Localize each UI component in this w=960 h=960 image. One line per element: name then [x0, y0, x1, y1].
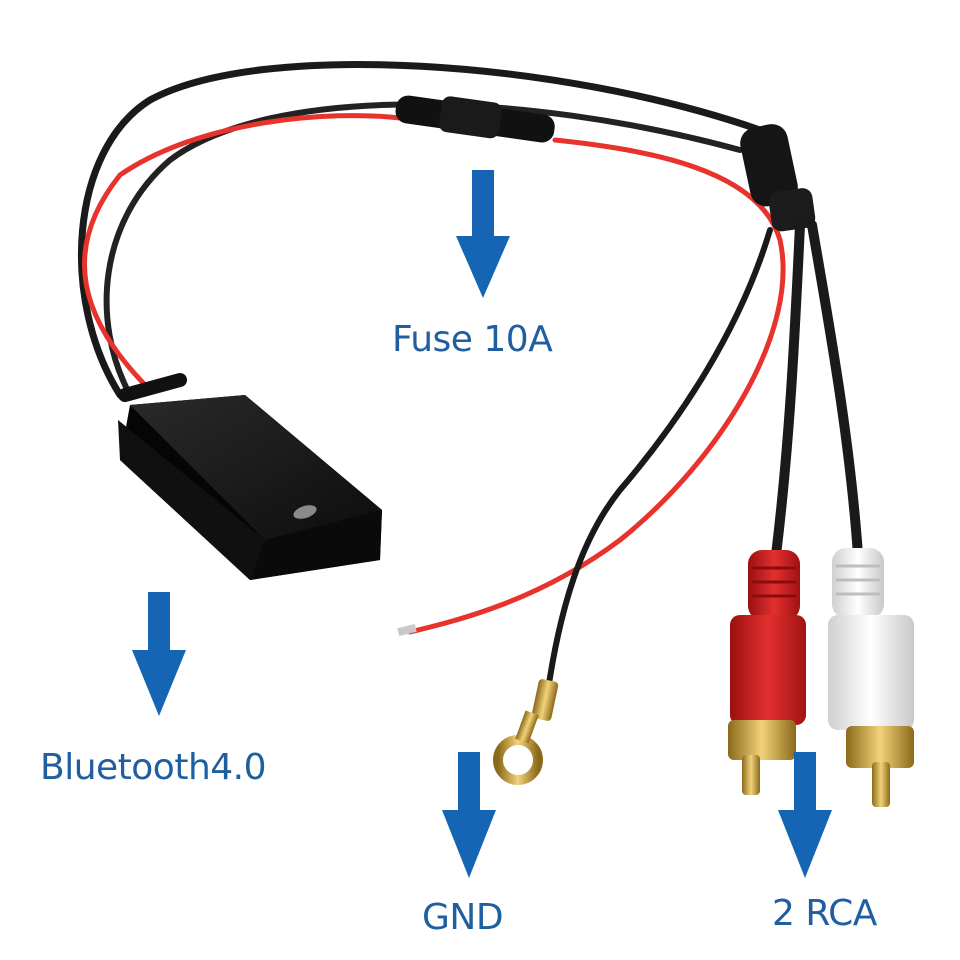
rca-white-cable — [807, 220, 863, 560]
gnd-wire — [545, 227, 773, 693]
rca-red-plug — [728, 550, 806, 795]
bluetooth-label: Bluetooth4.0 — [40, 747, 267, 788]
bluetooth-module — [118, 395, 382, 580]
arrow-down-icon — [442, 752, 496, 878]
module-cable — [118, 373, 187, 402]
arrow-down-icon — [132, 592, 186, 716]
red-wire-right — [407, 137, 786, 635]
fuse-holder — [395, 95, 555, 143]
red-wire-loop — [81, 113, 403, 393]
fuse-label: Fuse 10A — [392, 319, 553, 360]
rca-label: 2 RCA — [772, 893, 877, 934]
black-wire-loop — [77, 61, 764, 399]
gnd-label: GND — [422, 897, 504, 938]
arrow-down-icon — [778, 752, 832, 878]
ground-ring-terminal — [493, 679, 559, 785]
rca-white-plug — [828, 548, 914, 807]
wire-junction — [740, 124, 816, 232]
rca-red-cable — [771, 220, 805, 560]
arrow-down-icon — [456, 170, 510, 298]
